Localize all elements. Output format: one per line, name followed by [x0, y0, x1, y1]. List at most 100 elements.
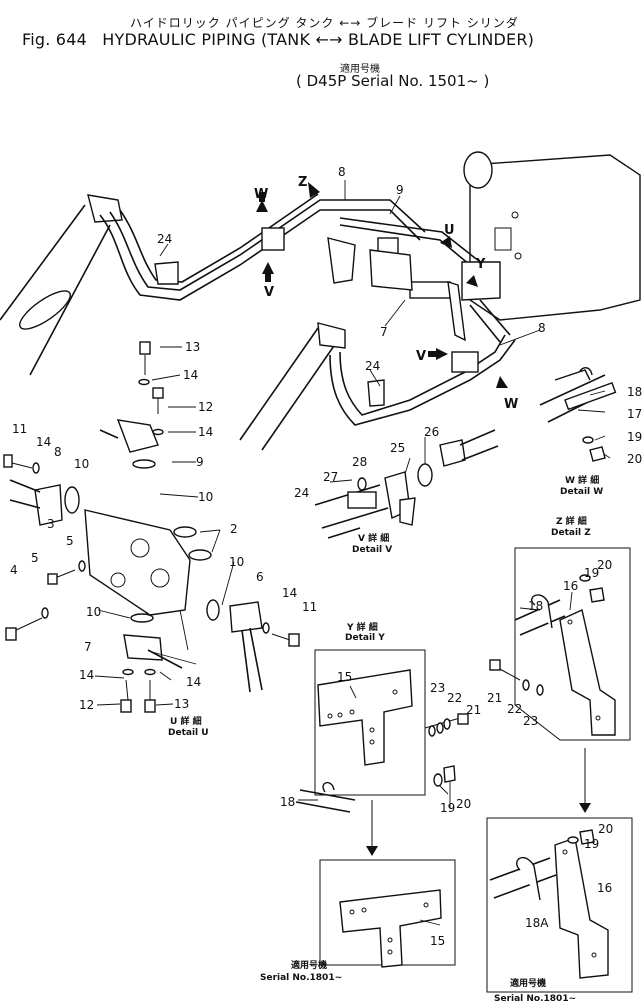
- callout-21: 21: [466, 703, 481, 717]
- callout-14: 14: [79, 668, 94, 682]
- o-ring-10-right: [206, 599, 220, 621]
- pipe-clamps: [154, 227, 501, 407]
- callout-22: 22: [507, 702, 522, 716]
- callout-19: 19: [440, 801, 455, 815]
- callout-3: 3: [47, 517, 55, 531]
- view-letter-v: V: [416, 349, 426, 364]
- callout-24: 24: [157, 232, 172, 246]
- serial-range: ( D45P Serial No. 1501~ ): [296, 72, 490, 90]
- view-letter-u: U: [444, 223, 455, 238]
- callout-24: 24: [365, 359, 380, 373]
- serial-box-2-caption-jp: 適用号機: [510, 977, 546, 989]
- callout-25: 25: [390, 441, 405, 455]
- flange-8: [34, 484, 63, 526]
- callout-10: 10: [229, 555, 244, 569]
- view-arrow-w-lower: [496, 376, 508, 388]
- callout-19: 19: [584, 566, 599, 580]
- serial-box-2: [486, 817, 633, 993]
- callout-18: 18: [280, 795, 295, 809]
- lift-cylinder-right: [239, 322, 346, 451]
- callout-11: 11: [12, 422, 27, 436]
- view-letter-v: V: [264, 285, 274, 300]
- hose-assembly-lower: [329, 299, 516, 426]
- callout-9: 9: [196, 455, 204, 469]
- callout-12: 12: [198, 400, 213, 414]
- view-arrow-w-upper: [256, 200, 268, 212]
- detail-z-caption: Detail Z: [551, 528, 591, 538]
- detail-v-caption: Detail V: [352, 545, 392, 555]
- callout-21: 21: [487, 691, 502, 705]
- figure-title-english: HYDRAULIC PIPING (TANK ←→ BLADE LIFT CYL…: [102, 30, 535, 49]
- callout-20: 20: [598, 822, 613, 836]
- callout-28: 28: [352, 455, 367, 469]
- callout-18: 18: [627, 385, 642, 399]
- callout-24: 24: [294, 486, 309, 500]
- detail-v-group: [314, 429, 499, 539]
- serial-box-2-caption: Serial No.1801~: [494, 994, 576, 1004]
- callout-19: 19: [584, 837, 599, 851]
- o-ring-10-upper: [132, 459, 156, 469]
- callout-15: 15: [430, 934, 445, 948]
- callout-26: 26: [424, 425, 439, 439]
- view-letter-w: W: [504, 397, 518, 412]
- callout-11: 11: [302, 600, 317, 614]
- view-letter-y: Y: [475, 257, 486, 272]
- serial-box-1: [319, 859, 456, 968]
- detail-u-caption: Detail U: [168, 728, 209, 738]
- elbow-9: [116, 419, 159, 453]
- o-ring-10-left: [64, 486, 80, 514]
- callout-7: 7: [380, 325, 388, 339]
- flange-6: [229, 601, 263, 633]
- callout-8: 8: [538, 321, 546, 335]
- o-ring-2-upper: [173, 526, 197, 538]
- detail-y-caption-jp: Y 詳 細: [346, 621, 378, 633]
- callout-14: 14: [198, 425, 213, 439]
- callout-16: 16: [563, 579, 578, 593]
- callout-23: 23: [523, 714, 538, 728]
- serial-box-1-caption: Serial No.1801~: [260, 973, 342, 983]
- view-letter-z: Z: [298, 175, 307, 190]
- view-arrow-u: [440, 236, 452, 248]
- callout-9: 9: [396, 183, 404, 197]
- callout-16: 16: [597, 881, 612, 895]
- callout-19: 19: [627, 430, 642, 444]
- detail-v-caption-jp: V 詳 細: [358, 532, 389, 544]
- callout-6: 6: [256, 570, 264, 584]
- o-ring-26: [417, 463, 433, 487]
- elbow-7: [123, 634, 163, 661]
- serial-label-japanese: 適用号機: [340, 64, 380, 75]
- callout-5: 5: [66, 534, 74, 548]
- callout-12: 12: [79, 698, 94, 712]
- block-2: [84, 509, 191, 616]
- detail-w-group: [539, 367, 617, 462]
- detail-y-box: [295, 649, 469, 856]
- callout-10: 10: [74, 457, 89, 471]
- callout-14: 14: [183, 368, 198, 382]
- flange-26: [439, 439, 466, 467]
- callout-4: 4: [10, 563, 18, 577]
- callout-5: 5: [31, 551, 39, 565]
- figure-title: Fig. 644 HYDRAULIC PIPING (TANK ←→ BLADE…: [22, 30, 622, 49]
- view-arrow-v-lower: [436, 348, 448, 360]
- callout-13: 13: [185, 340, 200, 354]
- callout-22: 22: [447, 691, 462, 705]
- figure-number: Fig. 644: [22, 30, 87, 49]
- callout-14: 14: [282, 586, 297, 600]
- o-ring-10-lower: [130, 613, 154, 623]
- callout-7: 7: [84, 640, 92, 654]
- hydraulic-tank: [463, 151, 641, 321]
- bracket-15: [317, 669, 413, 766]
- bracket-16-upper: [559, 609, 616, 736]
- callout-20: 20: [597, 558, 612, 572]
- detail-w-caption-jp: W 詳 細: [565, 474, 599, 486]
- callout-15: 15: [337, 670, 352, 684]
- detail-w-caption: Detail W: [560, 487, 603, 497]
- callout-14: 14: [186, 675, 201, 689]
- part-callouts: 24 8 9 7 8 24 13 14 12 14 9 10 11 14 8 1…: [10, 165, 642, 948]
- callout-20: 20: [456, 797, 471, 811]
- o-ring-2-lower: [188, 549, 212, 561]
- callout-8: 8: [54, 445, 62, 459]
- detail-u-group: [3, 341, 300, 713]
- callout-20: 20: [627, 452, 642, 466]
